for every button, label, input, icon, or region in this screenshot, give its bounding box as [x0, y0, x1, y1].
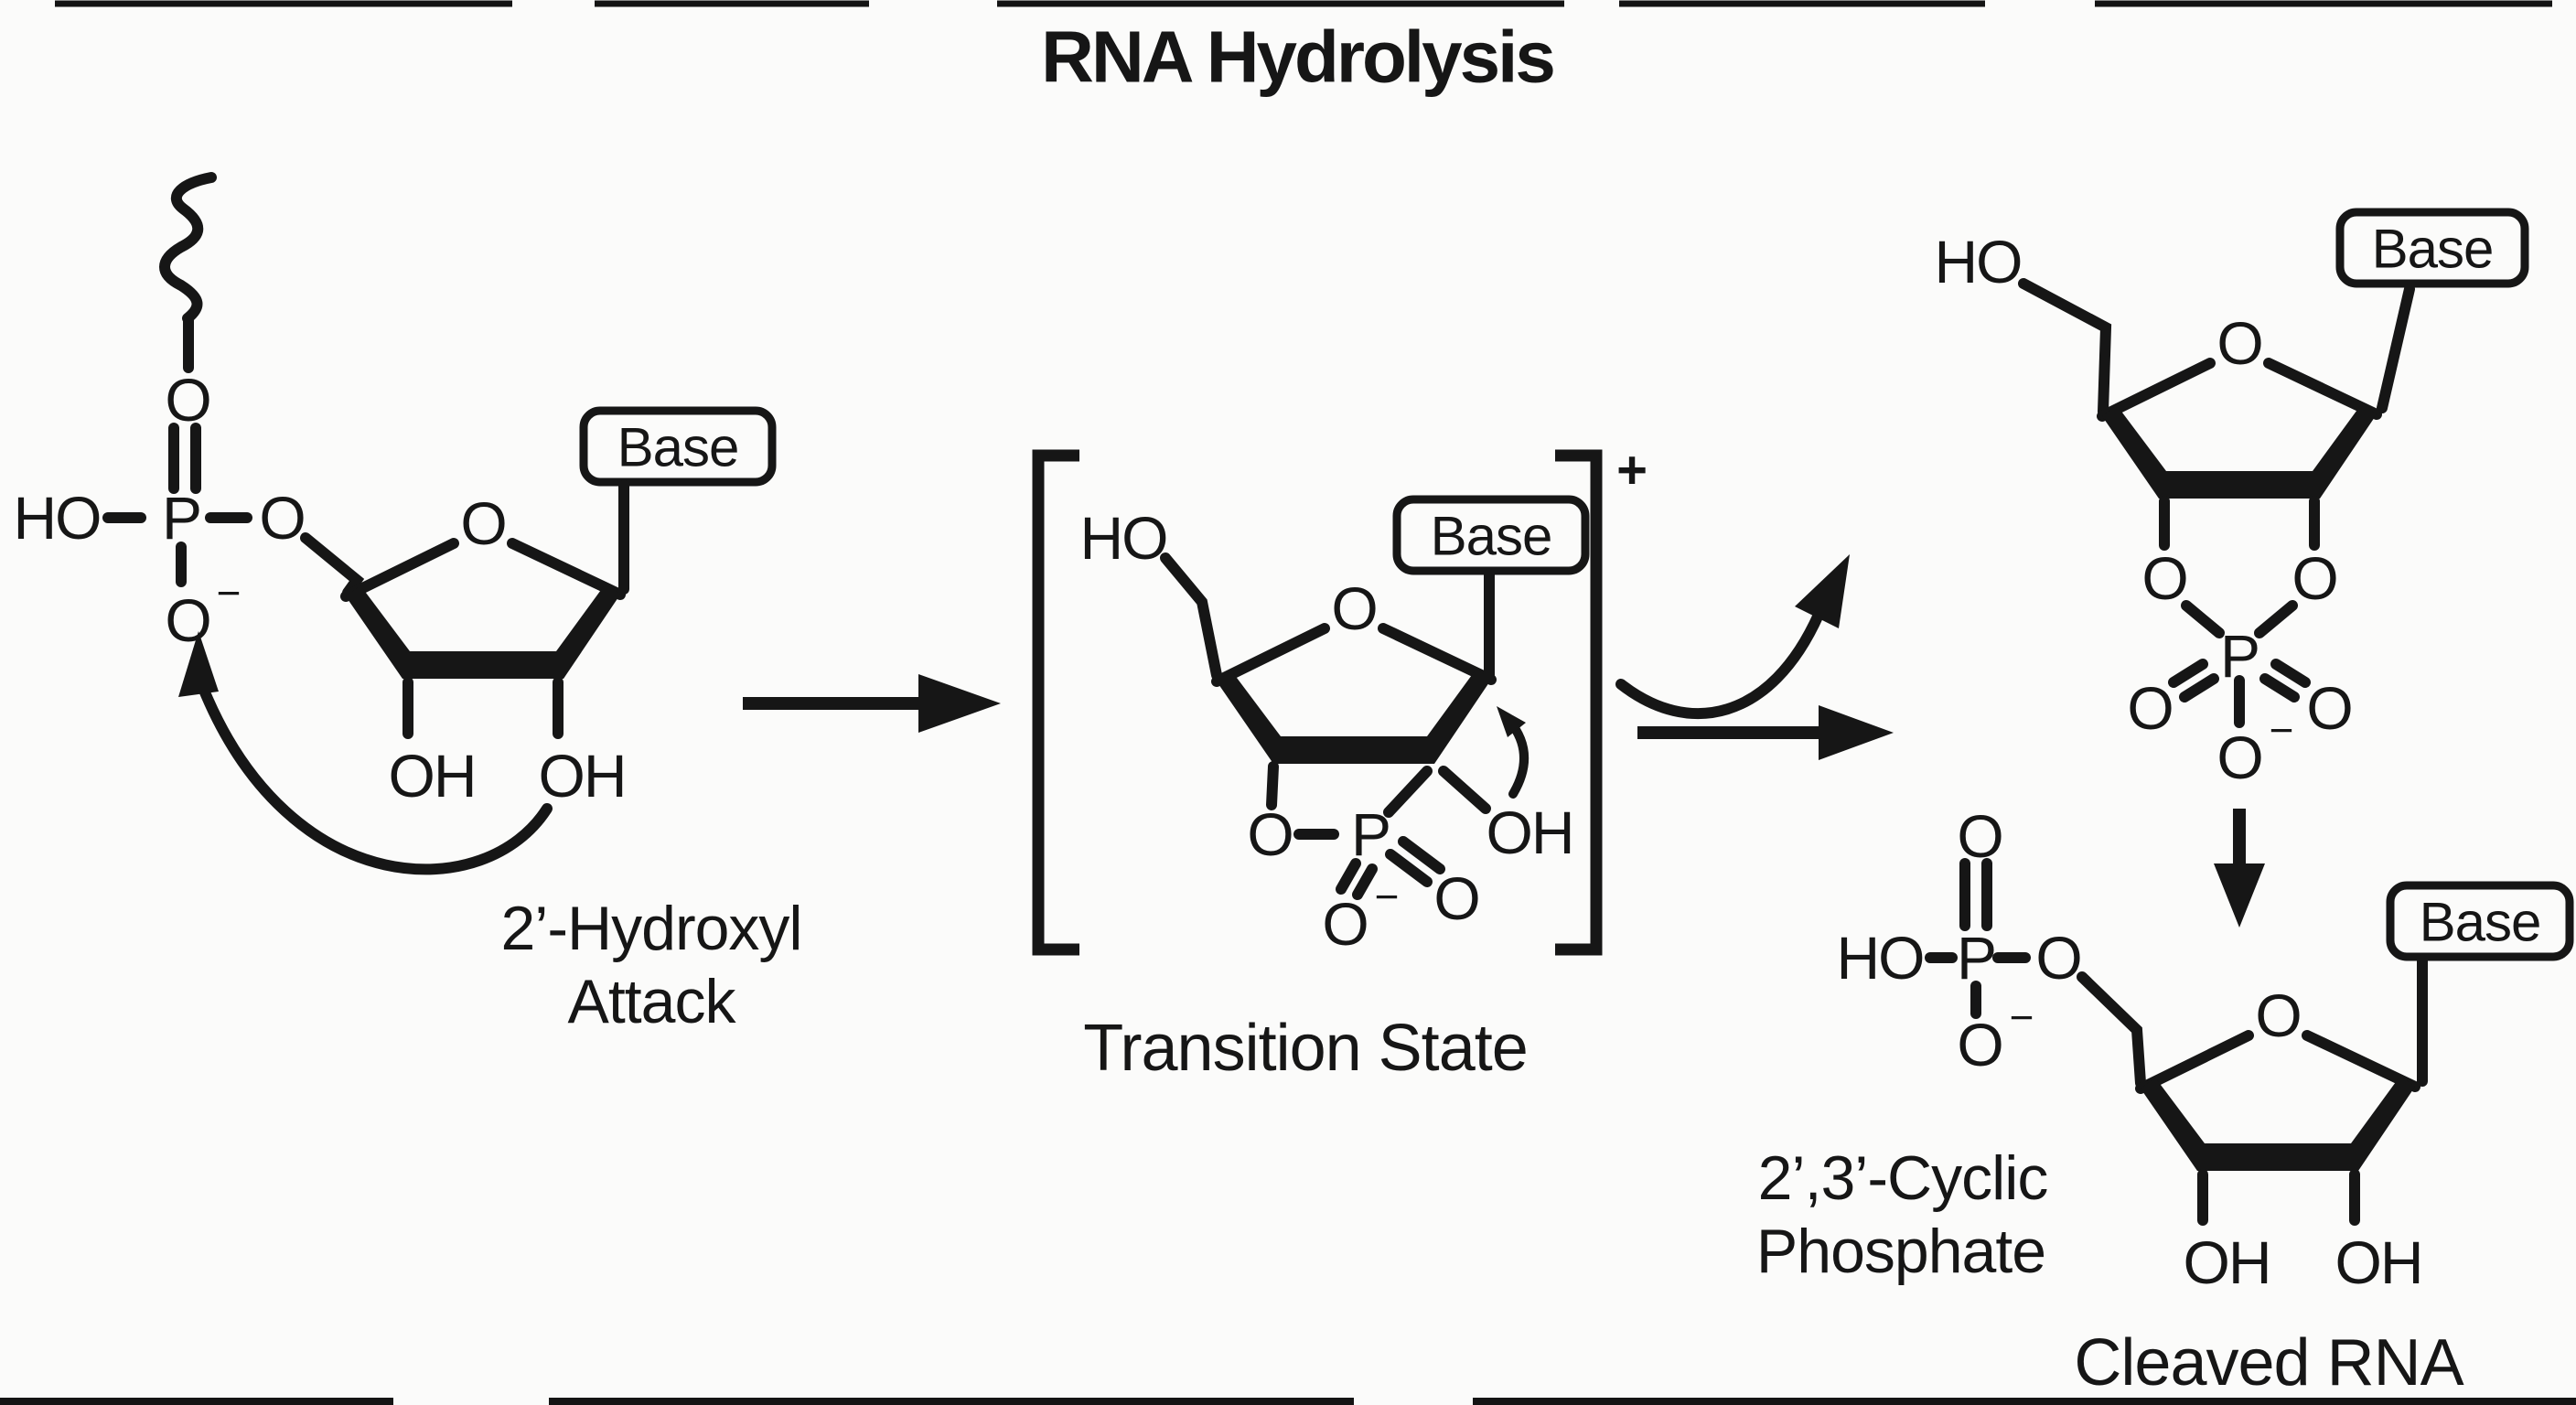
double-bond-line — [2179, 673, 2219, 702]
double-bond-line — [2168, 659, 2208, 688]
bond-c5 — [300, 532, 365, 598]
down-arrow — [2214, 809, 2265, 928]
double-bond-line — [1336, 858, 1361, 895]
caption-cyclic-line2: Phosphate — [1756, 1217, 2045, 1286]
atom-oh-2prime: OH — [2335, 1228, 2422, 1296]
atom-oh-2prime: OH — [539, 742, 626, 810]
double-bond-line — [2270, 659, 2311, 688]
bond — [2254, 600, 2298, 638]
bond-c5 — [1160, 552, 1222, 681]
base-box — [2386, 881, 2574, 961]
bond-c2-p — [1383, 766, 1433, 818]
ribose-ring — [2102, 363, 2377, 499]
squiggle-rna-chain — [159, 172, 217, 324]
atom-o-double-left: O — [2127, 674, 2172, 742]
minus-charge: − — [2010, 993, 2034, 1041]
atom-o-minus: O — [165, 586, 209, 654]
bond — [1266, 761, 1279, 810]
double-bond-line — [1352, 863, 1378, 900]
caption-cyclic-line1: 2’,3’-Cyclic — [1758, 1143, 2048, 1213]
atom-p: P — [1957, 924, 1995, 992]
reaction-arrow-2 — [1615, 554, 1894, 760]
caption-cleaved-rna: Cleaved RNA — [2074, 1326, 2463, 1400]
bond-c5 — [2018, 278, 2112, 417]
base-box — [2335, 208, 2529, 288]
minus-charge: − — [1375, 873, 1400, 920]
bond-c1-base — [2377, 284, 2415, 413]
base-label: Base — [617, 417, 739, 478]
atom-o-minus: O — [1322, 890, 1367, 958]
substrate-structure: O HO P O O − O Base OH OH 2’-Hydroxyl At… — [14, 172, 803, 1036]
atom-o-double-right: O — [2306, 674, 2351, 742]
bond-c2-oh — [1438, 766, 1491, 814]
page-title: RNA Hydrolysis — [1041, 16, 1553, 98]
caption-transition-state: Transition State — [1083, 1012, 1528, 1085]
cyclic-phosphate-structure: HO O Base O O P O O O − — [1935, 208, 2529, 791]
branch-arrow-head — [1795, 554, 1850, 628]
atom-o-3prime: O — [1247, 800, 1292, 868]
atom-o-minus: O — [2216, 724, 2261, 791]
atom-o-ring-right: O — [2292, 544, 2336, 612]
minus-charge: − — [2270, 706, 2294, 754]
ribose-ring — [2141, 1035, 2415, 1171]
atom-ho: HO — [1935, 228, 2022, 295]
transition-state-structure: + HO O Base O P OH O O − Transition Stat… — [1032, 441, 1648, 1085]
arrow-head — [1819, 705, 1894, 760]
ring-oxygen: O — [1331, 574, 1376, 642]
arrow-head — [918, 674, 1001, 733]
caption-hydroxyl-attack-line2: Attack — [568, 967, 737, 1036]
double-bond-line — [2259, 673, 2300, 702]
atom-oh: OH — [1487, 799, 1573, 866]
right-bracket — [1555, 449, 1603, 956]
minus-charge: − — [217, 569, 242, 617]
bond-c5 — [2077, 971, 2146, 1089]
double-bond-line — [1385, 849, 1433, 887]
branch-arrow-curve — [1615, 609, 1824, 719]
ring-oxygen: O — [460, 489, 505, 557]
atom-o-ring-left: O — [2141, 544, 2186, 612]
attack-arrow-curve — [198, 682, 553, 875]
atom-o: O — [259, 484, 304, 552]
ring-oxygen: O — [2255, 981, 2300, 1049]
base-label: Base — [2420, 892, 2541, 953]
electron-arrow-head — [1497, 706, 1526, 737]
base-box — [579, 406, 777, 487]
atom-ho: HO — [14, 484, 101, 552]
base-label: Base — [1431, 506, 1552, 567]
ribose-ring — [346, 543, 620, 679]
cleaved-rna-structure: O HO P O O − O Base OH OH 2’,3’-Cyclic P… — [1756, 802, 2574, 1400]
atom-o: O — [165, 366, 209, 434]
arrow-head — [2214, 863, 2265, 928]
bond — [2181, 600, 2225, 638]
caption-hydroxyl-attack-line1: 2’-Hydroxyl — [500, 894, 801, 963]
double-bond-line — [1398, 836, 1445, 874]
atom-ho: HO — [1080, 504, 1167, 572]
attack-arrow-head — [178, 631, 219, 697]
atom-ho: HO — [1837, 924, 1924, 992]
ribose-ring — [1217, 628, 1491, 764]
atom-oh-3prime: OH — [389, 742, 476, 810]
left-bracket — [1032, 449, 1079, 956]
atom-o-ester: O — [2035, 924, 2080, 992]
atom-p: P — [162, 484, 200, 552]
base-label: Base — [2372, 219, 2494, 280]
reaction-arrow-1 — [743, 674, 1001, 733]
plus-charge: + — [1616, 441, 1648, 500]
atom-o-minus: O — [1957, 1011, 2002, 1078]
atom-oh-3prime: OH — [2184, 1228, 2270, 1296]
ring-oxygen: O — [2216, 309, 2261, 377]
atom-o-double: O — [1433, 864, 1478, 932]
